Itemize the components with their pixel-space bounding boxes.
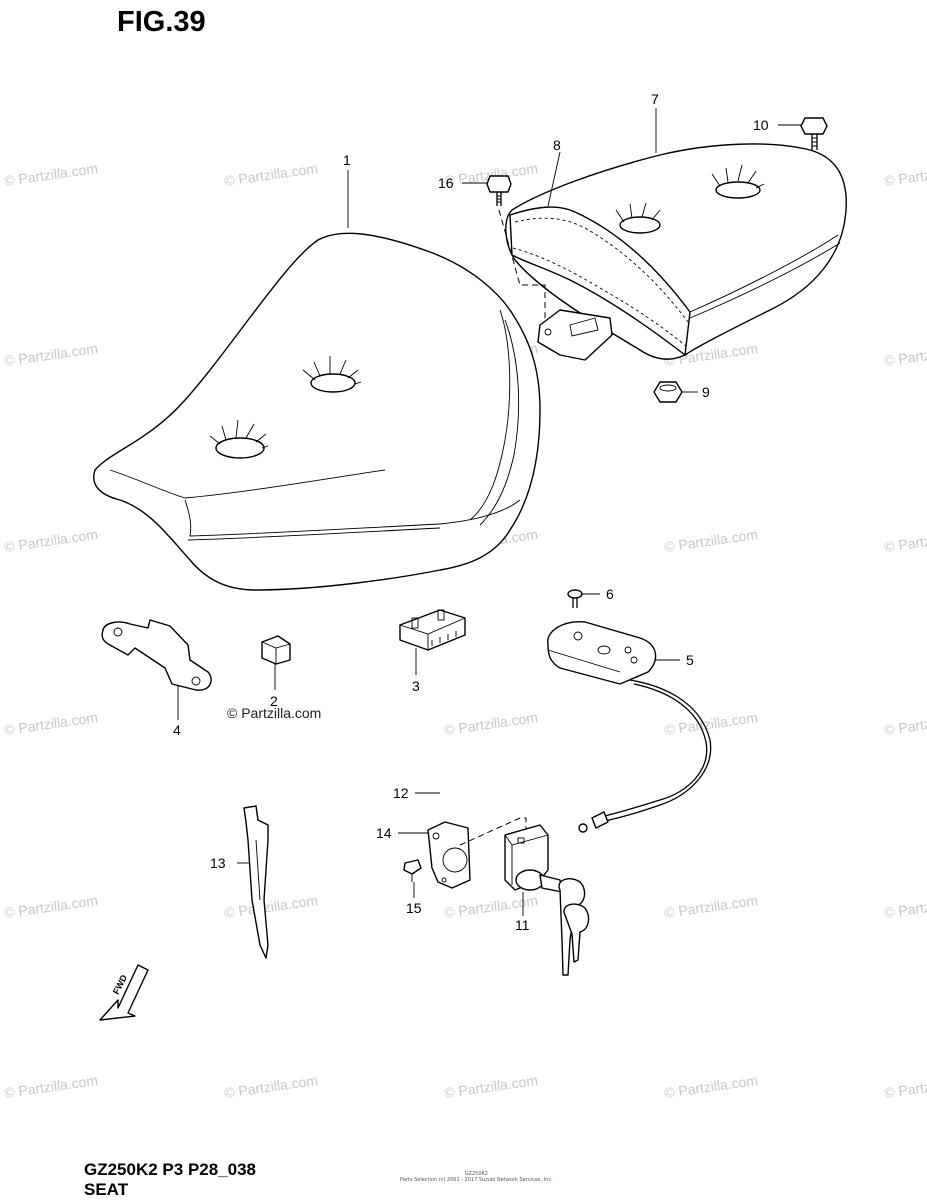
watermark: © Partzilla.com — [663, 709, 759, 738]
cushion-nut-2 — [261, 635, 291, 665]
lock-bracket-14 — [427, 821, 471, 889]
screw-15 — [403, 859, 422, 882]
watermark: © Partzilla.com — [3, 709, 99, 738]
watermark: © Partzilla.com — [663, 526, 759, 555]
watermark: © Partzilla.com — [883, 709, 927, 738]
callout-16: 16 — [438, 175, 454, 191]
callout-9: 9 — [702, 384, 710, 400]
callout-13: 13 — [210, 855, 226, 871]
footer-credit-line-1: GZ250K2 — [464, 1171, 488, 1177]
section-name: SEAT — [84, 1180, 129, 1199]
watermark: © Partzilla.com — [663, 1072, 759, 1101]
callout-labels: 1 2 3 4 5 6 7 8 9 10 11 12 13 14 15 16 — [173, 91, 769, 933]
callout-6: 6 — [606, 586, 614, 602]
watermark: © Partzilla.com — [3, 892, 99, 921]
watermark: © Partzilla.com — [223, 1072, 319, 1101]
watermark: © Partzilla.com — [3, 160, 99, 189]
callout-15: 15 — [406, 900, 422, 916]
callout-10: 10 — [753, 117, 769, 133]
nut-9 — [653, 381, 683, 403]
seat-bracket-4 — [101, 619, 212, 691]
bolt-10 — [800, 117, 828, 150]
watermark: © Partzilla.com — [223, 892, 319, 921]
watermark: © Partzilla.com — [883, 160, 927, 189]
cushion-block-3 — [399, 609, 466, 651]
figure-title: FIG.39 — [117, 6, 206, 38]
footer-credit: GZ250K2 Parts Selection (c) 2001 - 2017 … — [400, 1171, 553, 1183]
callout-7: 7 — [651, 91, 659, 107]
callout-12: 12 — [393, 785, 409, 801]
watermark: © Partzilla.com — [883, 892, 927, 921]
callout-5: 5 — [686, 652, 694, 668]
callout-8: 8 — [553, 137, 561, 153]
watermark: © Partzilla.com — [883, 340, 927, 369]
callout-14: 14 — [376, 825, 392, 841]
bolt-12-guide — [459, 817, 527, 870]
callout-3: 3 — [412, 678, 420, 694]
watermark: © Partzilla.com — [3, 526, 99, 555]
watermark: © Partzilla.com — [3, 340, 99, 369]
leader-lines — [177, 108, 801, 916]
copyright-note: © Partzilla.com — [227, 705, 322, 721]
callout-11: 11 — [515, 917, 530, 933]
bolt-16-guide — [498, 209, 546, 320]
lock-plate-5 — [547, 621, 712, 833]
seat-front-part — [93, 232, 541, 591]
seat-rear-part — [505, 143, 847, 361]
bolt-16 — [486, 175, 512, 206]
watermark: © Partzilla.com — [223, 160, 319, 189]
cable-clamp-13 — [243, 805, 269, 959]
watermark: © Partzilla.com — [883, 526, 927, 555]
callout-1: 1 — [343, 152, 351, 168]
callout-4: 4 — [173, 722, 181, 738]
watermark: © Partzilla.com — [443, 709, 539, 738]
callout-2: 2 — [270, 693, 278, 709]
screw-6 — [567, 589, 583, 608]
watermark: © Partzilla.com — [663, 892, 759, 921]
footer-credit-line-2: Parts Selection (c) 2001 - 2017 Suzuki N… — [400, 1177, 553, 1183]
fwd-arrow: FWD — [99, 964, 149, 1021]
watermark: © Partzilla.com — [883, 1072, 927, 1101]
watermark: © Partzilla.com — [3, 1072, 99, 1101]
model-code: GZ250K2 P3 P28_038 — [84, 1160, 257, 1179]
seat-lock-11 — [504, 824, 590, 976]
watermark: © Partzilla.com — [443, 1072, 539, 1101]
